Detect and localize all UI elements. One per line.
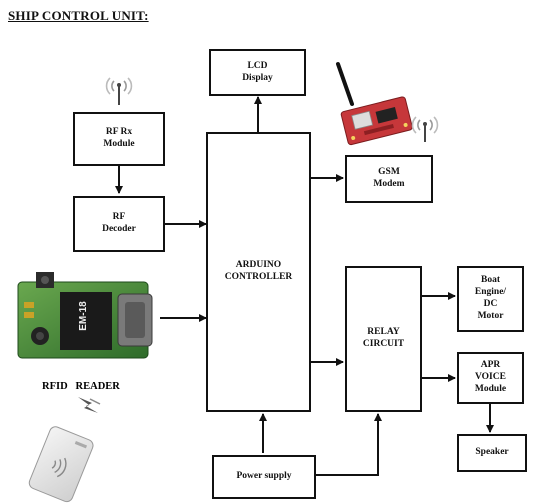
lcd-display-block: LCD Display [209,49,306,96]
rfid-module-text: EM-18 [78,301,89,331]
rfid-reader-label: RFID READER [42,381,120,392]
relay-circuit-label: RELAY CIRCUIT [362,327,405,349]
wireless-lightning-icon [78,397,101,413]
boat-engine-dc-motor-label: Boat Engine/ DC Motor [474,275,507,321]
page-title: SHIP CONTROL UNIT: [8,8,149,23]
gsm-modem-block: GSM Modem [345,155,433,203]
arduino-controller-label: ARDUINO CONTROLLER [224,260,293,282]
gsm-board-icon [336,62,413,146]
rf-rx-module-label: RF Rx Module [103,127,135,149]
rfid-card-icon [28,426,94,503]
antenna-signal-icon [411,116,439,142]
rf-decoder-label: RF Decoder [102,212,136,234]
power-supply-block: Power supply [212,455,316,499]
antenna-signal-icon [105,77,133,105]
relay-circuit-block: RELAY CIRCUIT [345,266,422,412]
arrow-power-to-relay [316,413,382,476]
arduino-controller-block: ARDUINO CONTROLLER [206,132,311,412]
speaker-label: Speaker [475,447,509,458]
gsm-modem-label: GSM Modem [373,167,405,189]
apr-voice-module-label: APR VOICE Module [474,360,507,394]
boat-engine-dc-motor-block: Boat Engine/ DC Motor [457,266,524,332]
power-supply-label: Power supply [236,471,292,482]
connectors [115,96,494,476]
rfid-reader-board-icon: EM-18 [17,272,153,359]
speaker-block: Speaker [457,434,527,472]
rf-decoder-block: RF Decoder [73,196,165,252]
lcd-display-label: LCD Display [242,60,273,83]
rf-rx-module-block: RF Rx Module [73,112,165,166]
apr-voice-module-block: APR VOICE Module [457,352,524,404]
